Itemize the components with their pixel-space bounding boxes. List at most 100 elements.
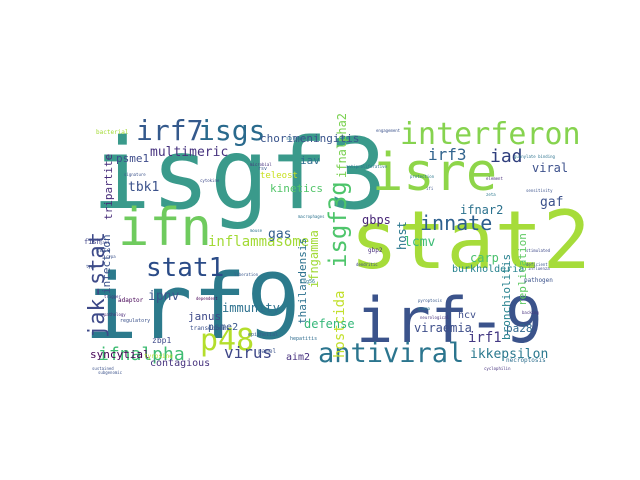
cloud-word: jak1 [100, 240, 110, 245]
cloud-word: kinetics [270, 182, 323, 195]
cloud-word: sustained [92, 366, 114, 371]
cloud-word: panel [258, 348, 276, 355]
cloud-word: irf-9 [356, 284, 543, 357]
cloud-word: stat1 [146, 253, 224, 283]
cloud-word: hostcida [332, 291, 348, 358]
cloud-word: cyclophilin [484, 366, 511, 371]
cloud-word: signature [124, 172, 146, 177]
cloud-word: pyroptosis [418, 298, 443, 303]
cloud-word: ipnv [148, 289, 179, 304]
cloud-word: sensitivity [526, 188, 553, 193]
cloud-word: inflammasome [208, 234, 309, 250]
cloud-word: pathology [104, 312, 126, 317]
cloud-word: isg56 [300, 279, 315, 285]
cloud-word: engagement [376, 128, 401, 133]
cloud-word: ifngamma [307, 230, 321, 288]
cloud-word: deficient [526, 262, 548, 267]
cloud-word: burkholderia [452, 264, 524, 275]
cloud-word: hepatitis [290, 336, 317, 342]
cloud-word: mouse [250, 228, 263, 233]
cloud-word: gbp2 [368, 247, 383, 254]
cloud-word: ikkepsilon [470, 347, 548, 362]
cloud-word: cytokine [200, 178, 220, 183]
cloud-word: pathogen [524, 277, 553, 284]
cloud-word: thailandensis [296, 238, 309, 324]
cloud-word: viraemia [414, 321, 472, 335]
cloud-word: guanylate binding [514, 154, 556, 159]
cloud-word: neurological [420, 315, 449, 320]
cloud-word: aim2 [286, 352, 310, 363]
cloud-word: replication [516, 233, 529, 306]
cloud-word: gaf [540, 195, 563, 210]
cloud-word: transducers [190, 325, 230, 332]
cloud-word: jak-stat [85, 232, 110, 338]
cloud-word: tripartite [102, 154, 115, 220]
cloud-word: gas [268, 227, 291, 242]
cloud-word: trigger [104, 294, 121, 299]
cloud-word: ifn [118, 198, 212, 258]
cloud-word: virus [224, 343, 272, 362]
cloud-word: backing [522, 310, 539, 315]
cloud-word: type [86, 264, 96, 269]
cloud-word: isgf3g [324, 181, 352, 268]
cloud-word: microbial [250, 162, 272, 167]
cloud-word: psme1 [116, 152, 149, 165]
cloud-word: subgenomic [98, 370, 123, 375]
cloud-word: immunity [222, 301, 280, 315]
cloud-word: ifnalpha2 [335, 113, 349, 178]
cloud-word: zeta [486, 192, 496, 197]
cloud-word: iad [490, 146, 523, 167]
cloud-word: antiproliferative [346, 164, 388, 169]
cloud-word: infection [100, 234, 113, 294]
cloud-word: ifnalpha [98, 344, 185, 365]
cloud-word: antiviral [318, 338, 464, 369]
cloud-word: iav [300, 154, 320, 167]
cloud-word: irf3 [428, 145, 467, 164]
cloud-word: interferon [400, 117, 581, 152]
cloud-word: element [486, 176, 503, 181]
cloud-word: liberation [234, 272, 259, 277]
cloud-word: ifnar2 [460, 203, 503, 217]
cloud-word: hcv [458, 310, 476, 321]
cloud-word: gamma [418, 306, 431, 311]
cloud-word: irf9 [84, 255, 301, 360]
cloud-word: defense [304, 317, 355, 331]
cloud-word: stat2 [350, 194, 591, 287]
cloud-word: fish [84, 238, 101, 246]
cloud-word: rsv [258, 166, 267, 172]
cloud-word: multimeric [150, 145, 228, 160]
cloud-word: dependent [196, 296, 218, 301]
cloud-word: lcmv [404, 235, 435, 250]
cloud-word: syncytial [90, 348, 150, 361]
cloud-word: macrophages [298, 214, 325, 219]
cloud-word: janus [188, 310, 221, 323]
cloud-word: isre [372, 143, 497, 203]
cloud-word: bacterial [96, 129, 129, 136]
cloud-word: irf1 [468, 330, 502, 346]
cloud-word: ifi [426, 186, 434, 191]
cloud-word: cypa [106, 254, 116, 259]
cloud-word: dendritic [356, 262, 378, 267]
cloud-word: epithelial [248, 332, 278, 338]
cloud-word: pa28 [506, 322, 533, 335]
cloud-word: viral [532, 161, 568, 175]
cloud-word: regulatory [120, 318, 150, 324]
cloud-word: bronchiolitis [500, 254, 513, 340]
cloud-word: gbps [362, 213, 391, 227]
cloud-word: host [395, 221, 409, 250]
cloud-word: gate [96, 247, 111, 254]
cloud-word: isgf3 [92, 118, 387, 232]
cloud-word: chorimeningitis [260, 132, 359, 145]
cloud-word: zbp1 [152, 336, 171, 345]
cloud-word: isgs [198, 114, 265, 147]
cloud-word: influenza [528, 266, 550, 271]
cloud-word: tyrosine [144, 353, 173, 360]
cloud-word: necroptosis [506, 357, 546, 364]
cloud-word: spleen [286, 136, 304, 142]
cloud-word: carp [470, 251, 499, 265]
cloud-word: contagious [150, 358, 210, 369]
cloud-word: adaptor [118, 297, 144, 304]
cloud-word: protection [410, 174, 435, 179]
